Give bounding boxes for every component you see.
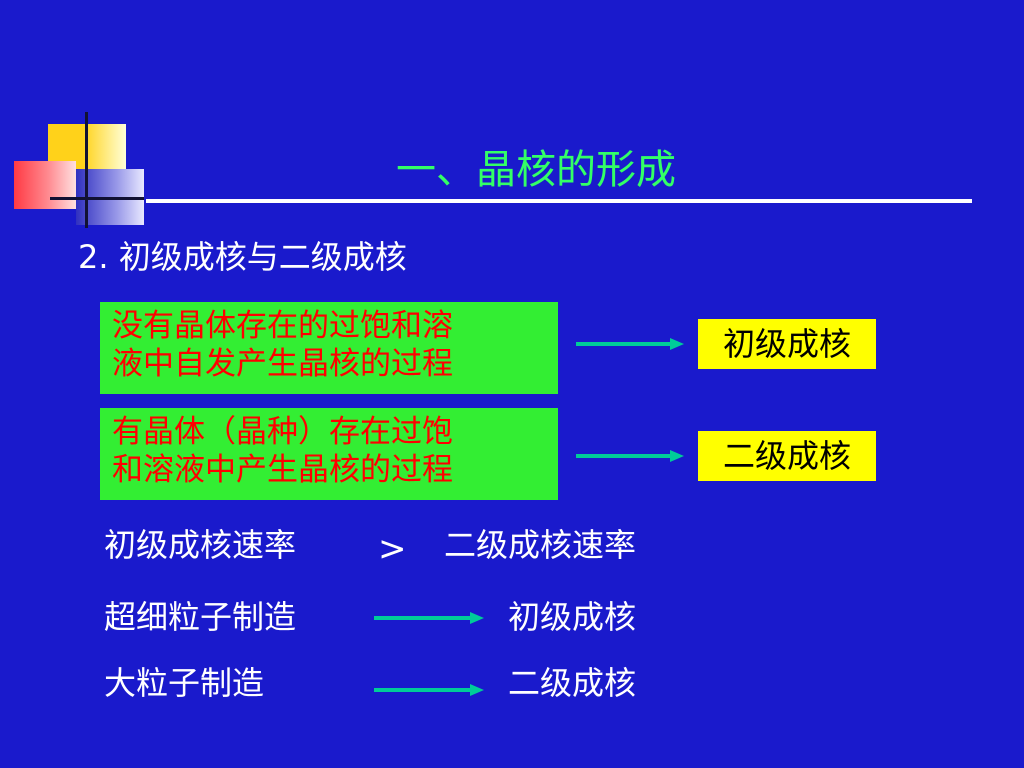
- horizontal-line-decoration: [50, 197, 144, 200]
- right-arrow-icon: [576, 336, 686, 352]
- primary-nucleation-label: 初级成核: [698, 319, 876, 369]
- red-square-decoration: [14, 161, 76, 209]
- vertical-line-decoration: [85, 112, 88, 228]
- title-underline: [146, 199, 972, 203]
- primary-nucleation-definition-box: 没有晶体存在的过饱和溶 液中自发产生晶核的过程: [100, 302, 558, 394]
- definition-line: 没有晶体存在的过饱和溶: [112, 308, 453, 344]
- right-arrow-icon: [576, 448, 686, 464]
- secondary-nucleation-label: 二级成核: [698, 431, 876, 481]
- secondary-rate-text: 二级成核速率: [444, 526, 637, 564]
- definition-line: 液中自发产生晶核的过程: [112, 346, 453, 382]
- definition-line: 和溶液中产生晶核的过程: [112, 452, 453, 488]
- right-arrow-icon: [374, 610, 486, 626]
- large-particle-text: 大粒子制造: [104, 664, 265, 702]
- primary-rate-text: 初级成核速率: [104, 526, 297, 564]
- greater-than-sign: >: [378, 529, 407, 569]
- right-arrow-icon: [374, 682, 486, 698]
- decorative-logo: [0, 0, 160, 240]
- secondary-nucleation-result: 二级成核: [508, 664, 637, 702]
- primary-nucleation-result: 初级成核: [508, 598, 637, 636]
- slide-subtitle: 2. 初级成核与二级成核: [78, 238, 407, 276]
- slide-title: 一、晶核的形成: [396, 147, 676, 193]
- ultrafine-particle-text: 超细粒子制造: [104, 598, 297, 636]
- definition-line: 有晶体（晶种）存在过饱: [112, 414, 453, 450]
- secondary-nucleation-definition-box: 有晶体（晶种）存在过饱 和溶液中产生晶核的过程: [100, 408, 558, 500]
